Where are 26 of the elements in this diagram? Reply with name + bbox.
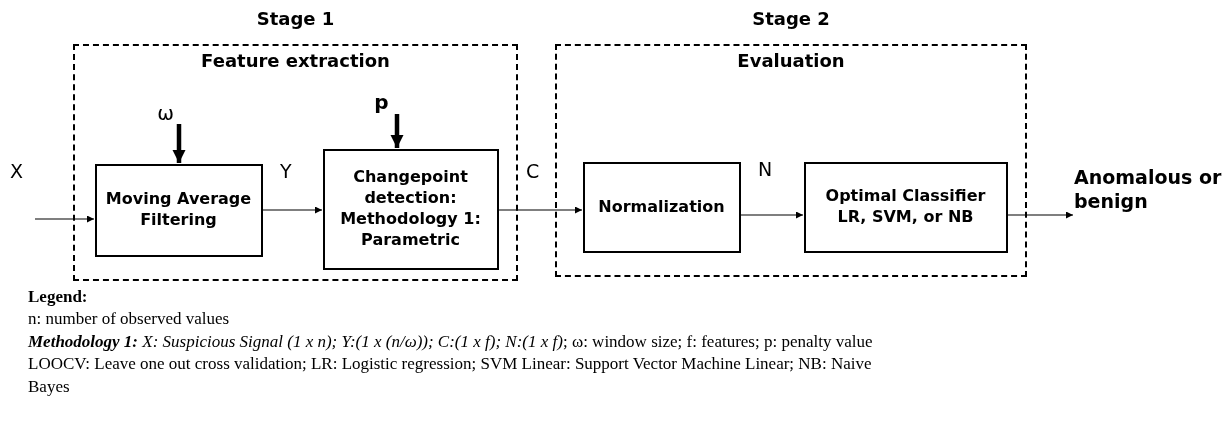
- frame-title: Feature extraction: [201, 50, 390, 71]
- frame-title: Evaluation: [737, 50, 845, 71]
- legend-note: Methodology 1: X: Suspicious Signal (1 x n); Y:(1 x (n/ω)); C:(1 x f); N:(1 x f); ω: window size; f: features; p: penalty value: [28, 330, 874, 353]
- edge-label: N: [758, 158, 773, 180]
- edge-label: X: [10, 160, 24, 182]
- legend-note: LOOCV: Leave one out cross validation; LR: Logistic regression; SVM Linear: Support Vector Machine Linear; NB: Naive Bayes: [28, 353, 873, 398]
- arrow: [262, 206, 323, 214]
- arrow: [740, 211, 804, 219]
- process-box: Optimal Classifier LR, SVM, or NB: [803, 161, 1008, 253]
- legend-heading: Legend:: [28, 286, 89, 308]
- output-label: Anomalous or benign: [1074, 160, 1231, 220]
- process-box: Moving Average Filtering: [94, 163, 263, 257]
- process-box: Normalization: [582, 161, 741, 253]
- edge-label: C: [526, 160, 540, 182]
- stage-title: Stage 1: [256, 8, 335, 29]
- edge-label: Y: [280, 160, 292, 182]
- arrow: [172, 124, 186, 163]
- arrow: [34, 215, 95, 223]
- arrow: [390, 114, 404, 148]
- arrow: [498, 206, 583, 214]
- parameter-label: p: [359, 91, 404, 114]
- arrow: [1007, 211, 1074, 219]
- parameter-label: ω: [145, 103, 186, 124]
- stage-title: Stage 2: [752, 8, 830, 29]
- process-box: Changepoint detection: Methodology 1: Parametric: [322, 148, 499, 270]
- legend-note: n: number of observed values: [28, 308, 231, 331]
